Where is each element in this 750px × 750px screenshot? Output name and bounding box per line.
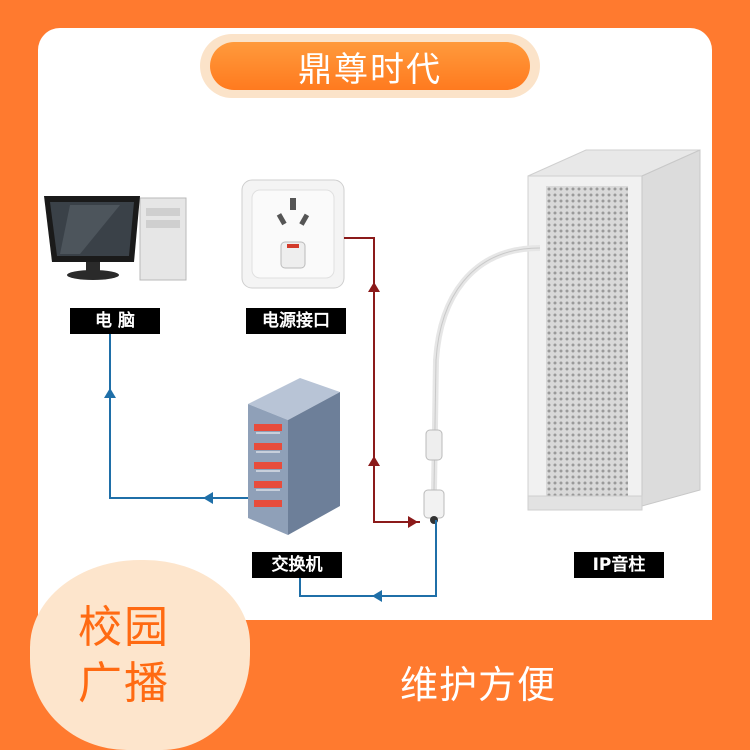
network-lines bbox=[109, 332, 437, 597]
computer-icon bbox=[44, 196, 187, 281]
network-switch-icon bbox=[248, 378, 340, 535]
badge-blob bbox=[30, 560, 250, 750]
label-computer: 电 脑 bbox=[70, 308, 160, 334]
badge-line-1: 校园 bbox=[78, 602, 170, 653]
label-switch: 交换机 bbox=[252, 552, 342, 578]
badge-line-2: 广播 bbox=[78, 658, 170, 709]
badge-text: 校园 广播 bbox=[78, 600, 208, 712]
label-power-socket: 电源接口 bbox=[246, 308, 346, 334]
power-lines bbox=[344, 237, 420, 523]
ip-column-speaker-icon bbox=[527, 149, 701, 511]
label-ip-speaker: IP音柱 bbox=[574, 552, 664, 578]
feature-text: 维护方便 bbox=[400, 663, 557, 707]
power-socket-icon bbox=[241, 179, 345, 289]
title-pill: 鼎尊时代 bbox=[200, 34, 540, 98]
network-arrows bbox=[104, 388, 382, 602]
cable-connector bbox=[423, 489, 445, 519]
page-title: 鼎尊时代 bbox=[210, 42, 530, 90]
speaker-cable bbox=[431, 245, 541, 491]
power-arrows bbox=[368, 282, 418, 528]
